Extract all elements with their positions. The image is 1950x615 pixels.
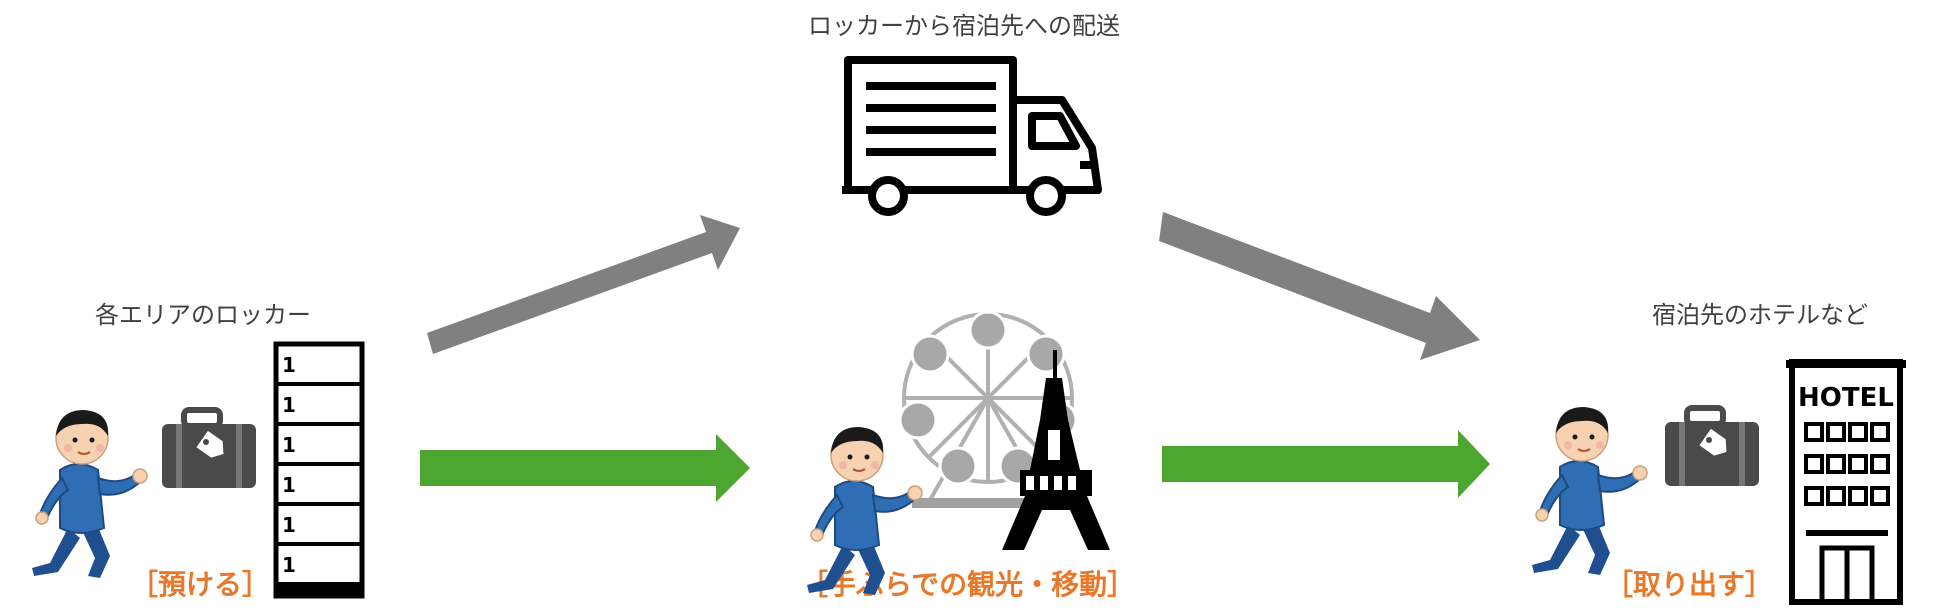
locker-number: 1	[282, 553, 296, 577]
locker-number: 1	[282, 393, 296, 417]
hotel-caption: 宿泊先のホテルなど	[1652, 301, 1868, 329]
person-right-icon	[1531, 406, 1648, 576]
arrow-down-right	[1159, 212, 1480, 360]
arrow-green-left	[420, 434, 750, 502]
arrow-green-right	[1162, 430, 1490, 498]
locker-number: 1	[282, 513, 296, 537]
arrow-up-right	[427, 215, 740, 354]
person-center-icon	[806, 426, 923, 596]
locker-icon: 1 1 1 1 1 1	[273, 341, 365, 599]
locker-number: 1	[282, 473, 296, 497]
sightseeing-label: ［手ぶらでの観光・移動］	[800, 568, 1136, 601]
hotel-sign: HOTEL	[1798, 383, 1894, 413]
delivery-caption: ロッカーから宿泊先への配送	[808, 12, 1120, 40]
locker-caption: 各エリアのロッカー	[95, 301, 311, 329]
tower-icon	[1002, 350, 1110, 550]
locker-number: 1	[282, 353, 296, 377]
truck-icon	[842, 56, 1102, 216]
deposit-label: ［預ける］	[130, 568, 271, 601]
person-left-icon	[31, 409, 148, 579]
bag-right-icon	[1665, 408, 1759, 486]
locker-number: 1	[282, 433, 296, 457]
pickup-label: ［取り出す］	[1605, 568, 1774, 601]
bag-left-icon	[162, 410, 256, 488]
ferris-wheel-icon	[898, 310, 1078, 508]
hotel-icon: HOTEL	[1786, 359, 1906, 605]
